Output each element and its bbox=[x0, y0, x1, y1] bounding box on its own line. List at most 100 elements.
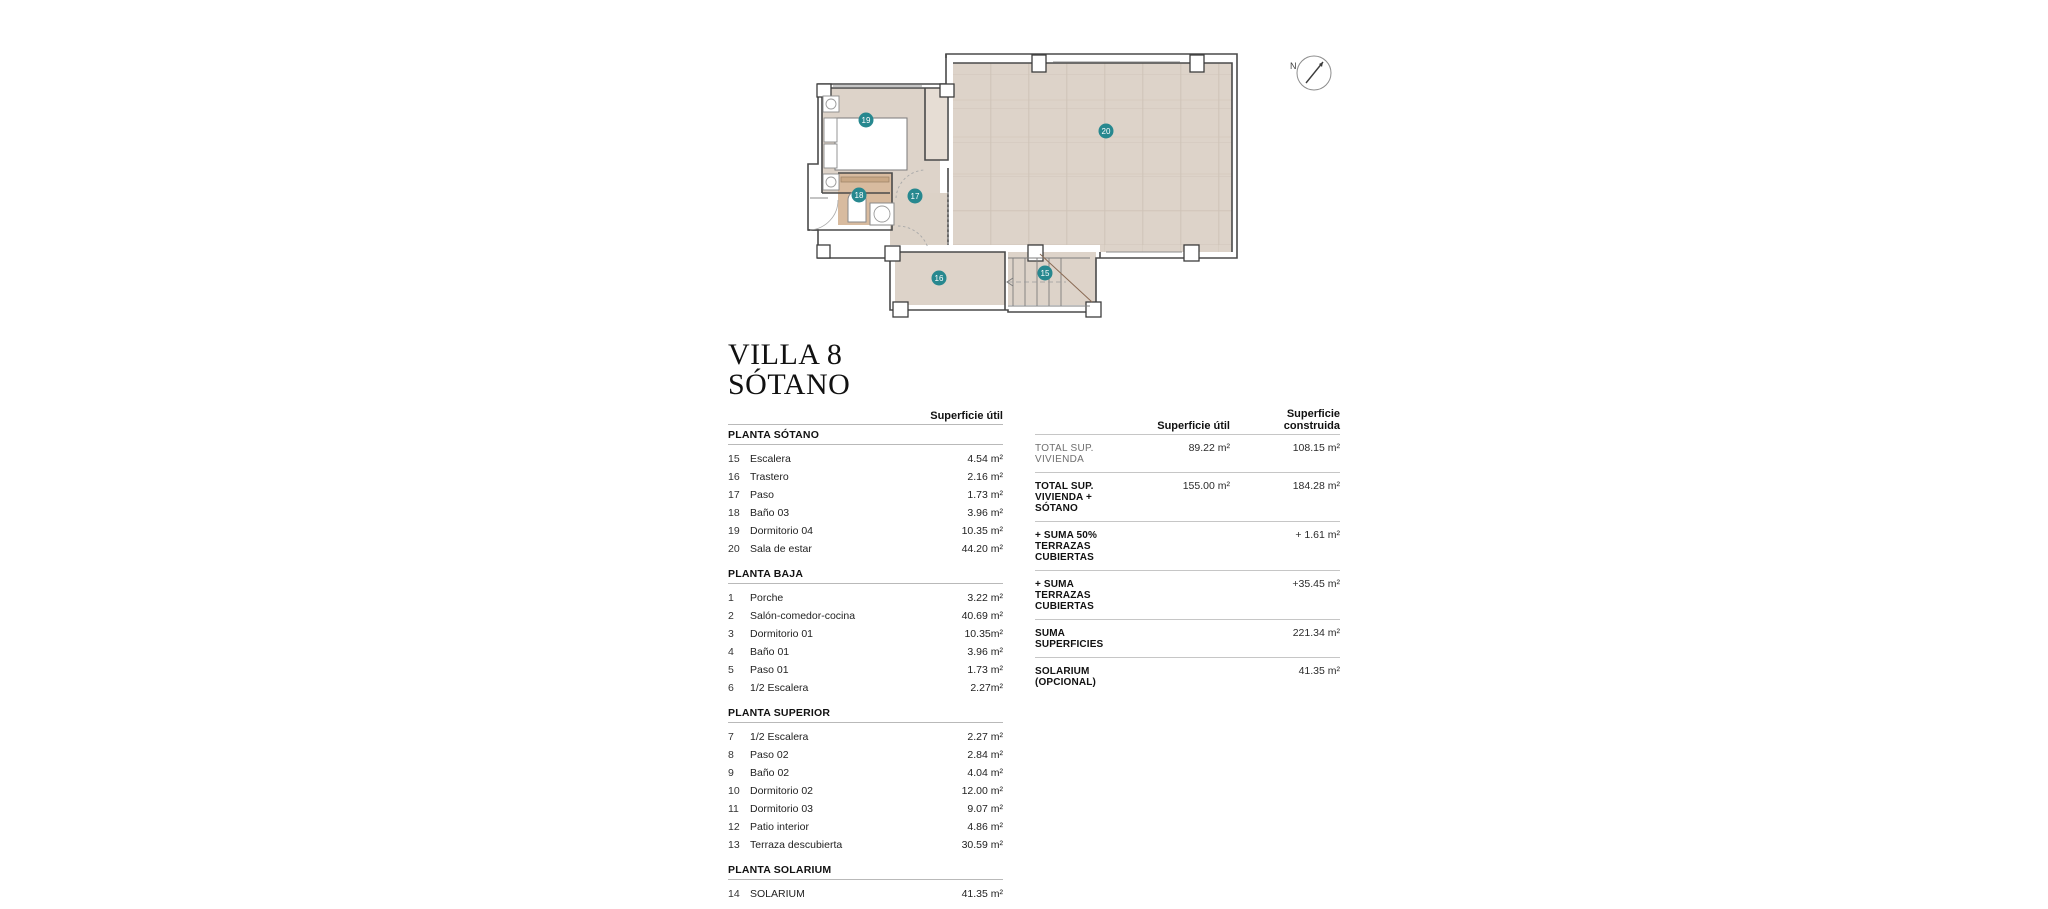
floor-trastero bbox=[895, 252, 1005, 305]
row-number: 18 bbox=[728, 506, 740, 519]
row-room-name: Sala de estar bbox=[750, 542, 812, 555]
row-number: 20 bbox=[728, 542, 740, 555]
lamp-icon bbox=[825, 176, 837, 188]
room-marker-label: 18 bbox=[855, 191, 864, 200]
room-marker-circle bbox=[1037, 265, 1053, 281]
bed-icon bbox=[834, 117, 908, 171]
summary-label: SOLARIUM (OPCIONAL) bbox=[1035, 666, 1096, 688]
floor-escalera bbox=[1008, 252, 1096, 305]
summary-column-headers: Superficie útil Superficie construida bbox=[1035, 408, 1340, 434]
summary-construida-value: + 1.61 m² bbox=[1295, 529, 1340, 541]
row-area-value: 4.86 m² bbox=[967, 820, 1003, 833]
row-room-name: Dormitorio 03 bbox=[750, 802, 814, 815]
compass-rose: N bbox=[1278, 48, 1342, 100]
summary-rows: TOTAL SUP. VIVIENDA 89.22 m² 108.15 m² TOTA… bbox=[1035, 434, 1340, 695]
row-room-name: SOLARIUM bbox=[750, 887, 805, 900]
room-marker-16: 16 bbox=[931, 270, 947, 286]
summary-label: TOTAL SUP. VIVIENDA + SÓTANO bbox=[1035, 481, 1094, 514]
north-arrowhead-icon bbox=[1319, 62, 1323, 67]
floor-paso bbox=[890, 193, 948, 245]
row-number: 12 bbox=[728, 820, 740, 833]
room-marker-circle bbox=[1098, 123, 1114, 139]
row-number: 7 bbox=[728, 730, 734, 743]
row-area-value: 10.35m² bbox=[964, 627, 1003, 640]
title-floor: SÓTANO bbox=[728, 368, 851, 401]
wall-outline bbox=[807, 53, 1238, 313]
row-room-name: 1/2 Escalera bbox=[750, 730, 809, 743]
nightstand-icon bbox=[822, 173, 840, 191]
summary-label: + SUMA TERRAZAS CUBIERTAS bbox=[1035, 579, 1094, 612]
row-area-value: 2.16 m² bbox=[967, 470, 1003, 483]
tile-grid-lines bbox=[953, 63, 1232, 245]
row-room-name: Terraza descubierta bbox=[750, 838, 843, 851]
row-room-name: Salón-comedor-cocina bbox=[750, 609, 856, 622]
row-room-name: Dormitorio 04 bbox=[750, 524, 814, 537]
row-number: 10 bbox=[728, 784, 740, 797]
row-number: 2 bbox=[728, 609, 734, 622]
column-header-superficie-util: Superficie útil bbox=[1157, 420, 1230, 432]
row-area-value: 2.84 m² bbox=[967, 748, 1003, 761]
shower-tray-icon bbox=[840, 176, 890, 183]
row-area-value: 3.96 m² bbox=[967, 645, 1003, 658]
row-area-value: 10.35 m² bbox=[961, 524, 1003, 537]
summary-construida-value: 108.15 m² bbox=[1292, 442, 1340, 454]
summary-util-value: 89.22 m² bbox=[1188, 442, 1230, 454]
title-villa: VILLA 8 bbox=[728, 338, 843, 371]
row-number: 1 bbox=[728, 591, 734, 604]
section-header-planta-s-tano: PLANTA SÓTANO bbox=[728, 424, 1003, 445]
pillar-stair-bottom bbox=[1085, 301, 1102, 318]
pillars-and-openings bbox=[816, 54, 1205, 318]
row-area-value: 3.22 m² bbox=[967, 591, 1003, 604]
summary-construida-value: 41.35 m² bbox=[1298, 665, 1340, 677]
room-marker-circle bbox=[931, 270, 947, 286]
lamp-icon bbox=[825, 98, 837, 110]
nightstand-icon bbox=[822, 95, 840, 113]
row-area-value: 4.54 m² bbox=[967, 452, 1003, 465]
summary-construida-value: 184.28 m² bbox=[1292, 480, 1340, 492]
summary-construida-value: +35.45 m² bbox=[1292, 578, 1340, 590]
compass-north-label: N bbox=[1290, 61, 1297, 71]
summary-util-value: 155.00 m² bbox=[1182, 480, 1230, 492]
row-area-value: 12.00 m² bbox=[961, 784, 1003, 797]
row-number: 15 bbox=[728, 452, 740, 465]
summary-label: TOTAL SUP. VIVIENDA bbox=[1035, 443, 1094, 465]
north-needle-icon bbox=[1305, 61, 1324, 84]
column-header-superficie-util: Superficie útil bbox=[930, 410, 1003, 422]
row-area-value: 41.35 m² bbox=[961, 887, 1003, 900]
row-room-name: Paso 02 bbox=[750, 748, 789, 761]
stair-edges bbox=[1008, 257, 1090, 307]
row-number: 5 bbox=[728, 663, 734, 676]
row-area-value: 4.04 m² bbox=[967, 766, 1003, 779]
door-swings bbox=[895, 169, 949, 249]
row-area-value: 2.27 m² bbox=[967, 730, 1003, 743]
row-number: 11 bbox=[728, 802, 739, 815]
room-marker-18: 18 bbox=[851, 187, 867, 203]
compass-circle bbox=[1296, 55, 1332, 91]
room-marker-label: 16 bbox=[935, 274, 944, 283]
bathroom-fixtures bbox=[809, 176, 895, 231]
row-room-name: Baño 02 bbox=[750, 766, 790, 779]
sink-bowl-icon bbox=[873, 205, 891, 223]
row-room-name: Baño 01 bbox=[750, 645, 790, 658]
row-area-value: 40.69 m² bbox=[961, 609, 1003, 622]
room-marker-20: 20 bbox=[1098, 123, 1114, 139]
room-marker-label: 19 bbox=[862, 116, 871, 125]
row-room-name: Paso bbox=[750, 488, 774, 501]
pillar-bedroom-nw bbox=[816, 83, 832, 98]
table-column-header: Superficie útil bbox=[728, 410, 1003, 424]
